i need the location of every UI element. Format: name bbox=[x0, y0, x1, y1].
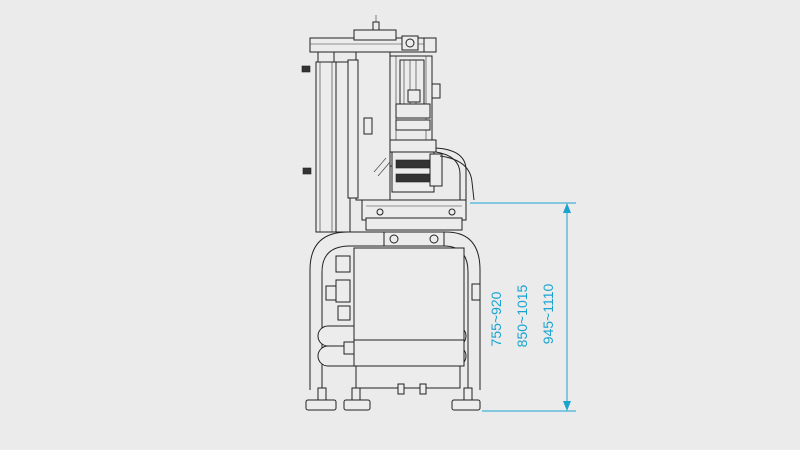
upper-housing bbox=[347, 51, 443, 201]
height-dimension: 755~920 850~1015 945~1110 bbox=[470, 202, 576, 412]
leveling-feet bbox=[305, 387, 481, 411]
dimension-label-3: 945~1110 bbox=[540, 283, 556, 344]
clamp-bracket bbox=[361, 199, 467, 247]
dimension-label-1: 755~920 bbox=[488, 291, 504, 346]
lower-cabinet bbox=[325, 247, 465, 395]
arrow-down-icon bbox=[563, 401, 571, 411]
hose-lines bbox=[435, 147, 475, 201]
arrow-up-icon bbox=[563, 203, 571, 213]
left-column bbox=[302, 61, 351, 233]
dimension-label-2: 850~1015 bbox=[514, 284, 530, 347]
top-frame bbox=[301, 15, 437, 73]
